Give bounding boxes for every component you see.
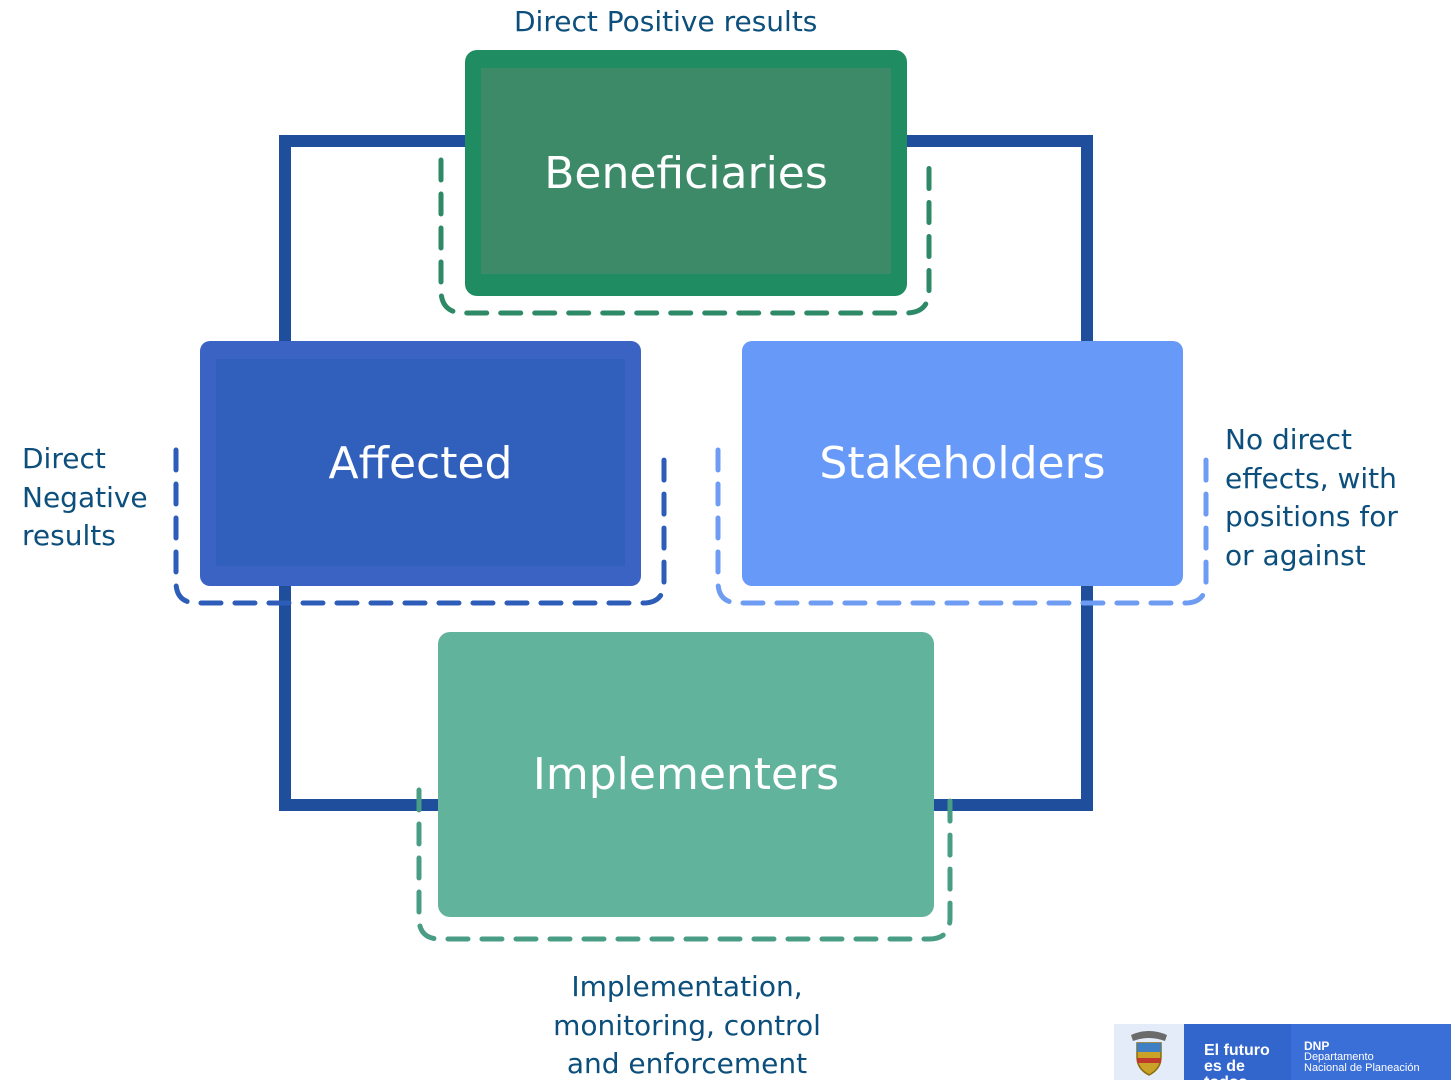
slogan-line: El futuro (1204, 1042, 1270, 1059)
stakeholders-note: No direct effects, with positions for or… (1225, 421, 1398, 575)
agency-abbr: DNP (1304, 1039, 1330, 1053)
slogan-block: El futuro es de todos (1184, 1024, 1291, 1091)
coat-of-arms-icon (1114, 1024, 1184, 1080)
beneficiaries-label: Beneficiaries (544, 147, 828, 199)
agency-name-line: Nacional de Planeación (1304, 1062, 1420, 1074)
note-line: and enforcement (566, 1047, 808, 1080)
government-logo-banner: El futuro es de todos DNP Departamento N… (1114, 1024, 1451, 1091)
beneficiaries-note: Direct Positive results (514, 3, 817, 42)
note-line: Negative (22, 480, 148, 514)
dashed-bracket-stakeholders (715, 447, 1209, 606)
affected-box: Affected (200, 341, 641, 586)
note-line: Direct (22, 442, 106, 475)
note-line: Direct Positive results (514, 5, 818, 38)
beneficiaries-box: Beneficiaries (465, 50, 907, 296)
agency-block: DNP Departamento Nacional de Planeación (1291, 1024, 1451, 1080)
slogan-line: es de todos (1204, 1058, 1248, 1091)
note-line: positions for (1225, 500, 1398, 533)
stakeholders-box: Stakeholders (742, 341, 1183, 586)
implementers-label: Implementers (532, 749, 840, 800)
dashed-bracket-implementers (416, 787, 953, 942)
note-line: results (22, 519, 116, 552)
shield-icon (1131, 1031, 1167, 1076)
agency-name-line: Departamento (1304, 1051, 1374, 1063)
implementers-note: Implementation, monitoring, control and … (480, 968, 894, 1084)
dashed-bracket-beneficiaries (438, 157, 932, 316)
affected-label: Affected (328, 438, 513, 489)
note-line: Implementation, (571, 970, 803, 1003)
note-line: No direct (1225, 423, 1353, 456)
stakeholders-label: Stakeholders (819, 438, 1106, 489)
dashed-bracket-affected (173, 447, 667, 606)
note-line: effects, with (1225, 461, 1397, 495)
note-line: monitoring, control (553, 1008, 821, 1042)
affected-note: Direct Negative results (22, 440, 148, 556)
implementers-box: Implementers (438, 632, 934, 917)
note-line: or against (1225, 538, 1366, 572)
